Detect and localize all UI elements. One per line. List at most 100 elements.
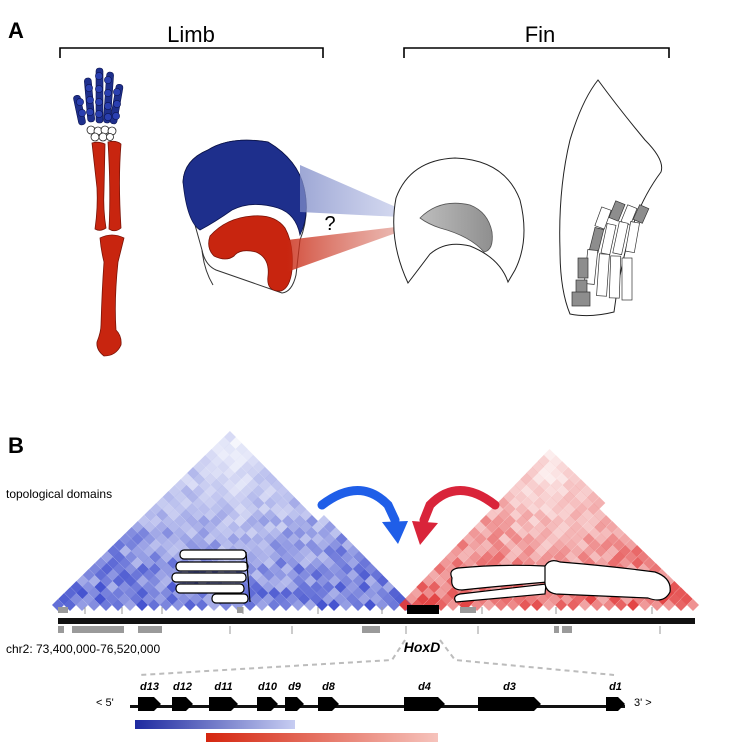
heatmap-cell [533, 497, 546, 509]
heatmap-cell [538, 479, 551, 491]
heatmap-cell [509, 497, 522, 509]
heatmap-cell [587, 491, 600, 503]
heatmap-cell [310, 581, 323, 593]
heatmap-cell [155, 521, 168, 533]
heatmap-cell [191, 521, 204, 533]
panel-a-letter: A [8, 18, 24, 43]
heatmap-cell [292, 587, 305, 599]
heatmap-cell [209, 539, 222, 551]
heatmap-cell [310, 557, 323, 569]
heatmap-cell [211, 455, 224, 467]
heatmap-cell [294, 503, 307, 515]
heatmap-cell [521, 509, 534, 521]
heatmap-cell [564, 539, 577, 551]
gene-label-d13: d13 [140, 681, 159, 693]
heatmap-cell [258, 479, 271, 491]
heatmap-cell [269, 551, 282, 563]
heatmap-cell [282, 491, 295, 503]
heatmap-cell [107, 545, 120, 557]
heatmap-cell [619, 545, 632, 557]
heatmap-cell [532, 473, 545, 485]
humerus-bone [96, 234, 125, 357]
heatmap-cell [191, 533, 204, 545]
heatmap-cell [600, 527, 613, 539]
gene-arrow-d10 [257, 697, 278, 711]
autopod-blue-domain [182, 139, 307, 237]
heatmap-cell [82, 569, 95, 581]
heatmap-cell [526, 479, 539, 491]
heatmap-cell [594, 521, 607, 533]
heatmap-cell [94, 557, 107, 569]
heatmap-cell [575, 491, 588, 503]
heatmap-cell [192, 509, 205, 521]
heatmap-cell [167, 545, 180, 557]
heatmap-cell [221, 539, 234, 551]
heatmap-cell [674, 587, 687, 599]
heatmap-cell [587, 503, 600, 515]
heatmap-cell [251, 533, 264, 545]
heatmap-cell [131, 521, 144, 533]
heatmap-cell [180, 485, 193, 497]
heatmap-cell [252, 509, 265, 521]
heatmap-cell [58, 593, 71, 605]
heatmap-cell [149, 527, 162, 539]
zoom-guides [139, 639, 615, 676]
heatmap-cell [245, 551, 258, 563]
gene-arrow-d13 [138, 697, 161, 711]
heatmap-cell [509, 509, 522, 521]
heatmap-cell [251, 545, 264, 557]
limb-label: Limb [167, 22, 215, 47]
heatmap-cell [251, 521, 264, 533]
heatmap-cell [564, 527, 577, 539]
heatmap-cell [491, 515, 504, 527]
heatmap-cell [559, 545, 572, 557]
heatmap-cell [468, 527, 481, 539]
heatmap-cell [245, 515, 258, 527]
heatmap-cell [286, 569, 299, 581]
heatmap-cell [240, 485, 253, 497]
heatmap-cell [544, 461, 557, 473]
heatmap-cell [532, 461, 545, 473]
heatmap-cell [508, 485, 521, 497]
heatmap-cell [563, 515, 576, 527]
heatmap-cell [280, 587, 293, 599]
heatmap-cell [463, 545, 476, 557]
heatmap-cell [510, 521, 523, 533]
hoxd-label: HoxD [404, 639, 441, 655]
gene-arrow-d8 [318, 697, 339, 711]
heatmap-cell [247, 467, 260, 479]
heatmap-cell [551, 503, 564, 515]
heatmap-cell [246, 491, 259, 503]
heatmap-cell [537, 455, 550, 467]
heatmap-cell [529, 551, 542, 563]
heatmap-cell [533, 509, 546, 521]
heatmap-cell [475, 545, 488, 557]
heatmap-cell [234, 491, 247, 503]
heatmap-cell [511, 545, 524, 557]
heatmap-cell [204, 497, 217, 509]
heatmap-cell [198, 503, 211, 515]
heatmap-cell [527, 515, 540, 527]
heatmap-cell [235, 455, 248, 467]
heatmap-cell [293, 515, 306, 527]
heatmap-cell [228, 485, 241, 497]
heatmap-cell [335, 533, 348, 545]
gene-label-d12: d12 [173, 681, 192, 693]
heatmap-cell [228, 497, 241, 509]
heatmap-cell [457, 551, 470, 563]
heatmap-cell [612, 539, 625, 551]
heatmap-cell [515, 515, 528, 527]
heatmap-cell [576, 527, 589, 539]
gene-label-d11: d11 [214, 681, 232, 693]
heatmap-cell [209, 515, 222, 527]
heatmap-cell [637, 551, 650, 563]
heatmap-cell [262, 581, 275, 593]
heatmap-cell [112, 587, 125, 599]
heatmap-cell [252, 485, 265, 497]
heatmap-cell [210, 491, 223, 503]
heatmap-cell [259, 467, 272, 479]
heatmap-cell [575, 503, 588, 515]
heatmap-cell [269, 515, 282, 527]
heatmap-cell [624, 539, 637, 551]
heatmap-cell [552, 527, 565, 539]
